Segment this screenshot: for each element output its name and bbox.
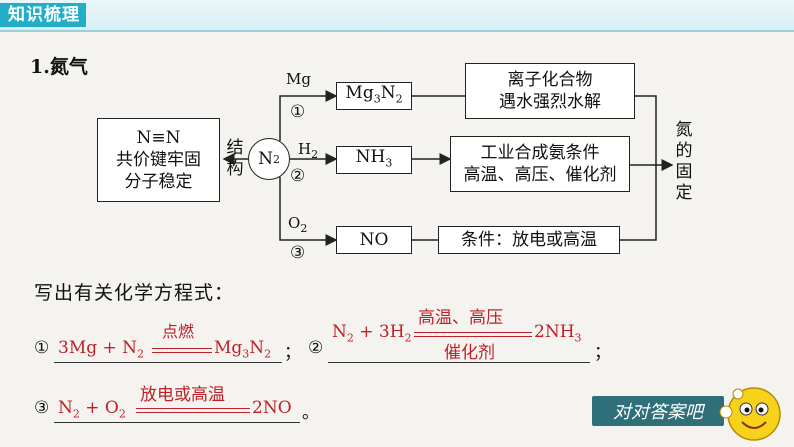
eq2-right: 2NH3 [534, 322, 582, 345]
structure-box: N≡N 共价键牢固 分子稳定 [97, 118, 220, 202]
branch-num-2: ② [290, 166, 306, 186]
note-ionic-compound-box: 离子化合物 遇水强烈水解 [465, 63, 635, 119]
eq1-condition: 点燃 [162, 322, 195, 341]
smiley-icon[interactable] [712, 382, 784, 444]
eq1-underline [54, 362, 282, 363]
product-mg3n2-box: Mg3N2 [336, 82, 412, 110]
eq1-equals-sign [152, 348, 212, 353]
reagent-o2: O2 [288, 214, 308, 235]
eq3-condition: 放电或高温 [140, 385, 225, 405]
section-tag: 知识梳理 [0, 3, 86, 27]
eq3-end: 。 [302, 403, 319, 423]
eq-num-1: ① [34, 338, 50, 358]
eq2-underline [328, 362, 590, 363]
top-bar: 知识梳理 [0, 0, 794, 32]
branch-num-1: ① [290, 102, 306, 122]
eq1-end: ； [284, 343, 301, 363]
eq1-left: 3Mg + N2 [58, 338, 145, 361]
branch-num-3: ③ [290, 243, 306, 263]
structure-line-3: 分子稳定 [124, 172, 193, 192]
nitrogen-fixation-label: 氮 的 固 定 [675, 120, 693, 203]
eq3-equals-sign [136, 408, 250, 413]
product-nh3-box: NH3 [336, 146, 412, 174]
product-no-box: NO [336, 226, 412, 254]
equations-prompt: 写出有关化学方程式： [34, 282, 235, 304]
eq3-left: N2 + O2 [58, 398, 126, 421]
eq2-condition-bottom: 催化剂 [444, 343, 495, 363]
reagent-h2: H2 [298, 140, 319, 161]
eq3-right: 2NO [252, 398, 292, 418]
eq2-condition-top: 高温、高压 [418, 308, 503, 328]
eq1-right: Mg3N2 [214, 338, 272, 361]
structure-label: 结 构 [226, 138, 244, 179]
nn-triple-bond: N≡N [136, 128, 181, 148]
note-discharge-box: 条件：放电或高温 [438, 226, 620, 254]
eq2-left: N2 + 3H2 [332, 322, 412, 345]
eq3-underline [54, 422, 300, 423]
eq-num-2: ② [308, 338, 324, 358]
structure-line-2: 共价键牢固 [116, 150, 201, 170]
check-answer-button[interactable]: 对对答案吧 [592, 396, 724, 426]
section-heading: 1.氮气 [30, 56, 88, 78]
eq-num-3: ③ [34, 398, 50, 418]
note-haber-conditions-box: 工业合成氨条件 高温、高压、催化剂 [450, 136, 630, 192]
eq2-end: ； [594, 343, 611, 363]
eq2-equals-sign [414, 332, 532, 337]
reagent-mg: Mg [286, 70, 311, 88]
